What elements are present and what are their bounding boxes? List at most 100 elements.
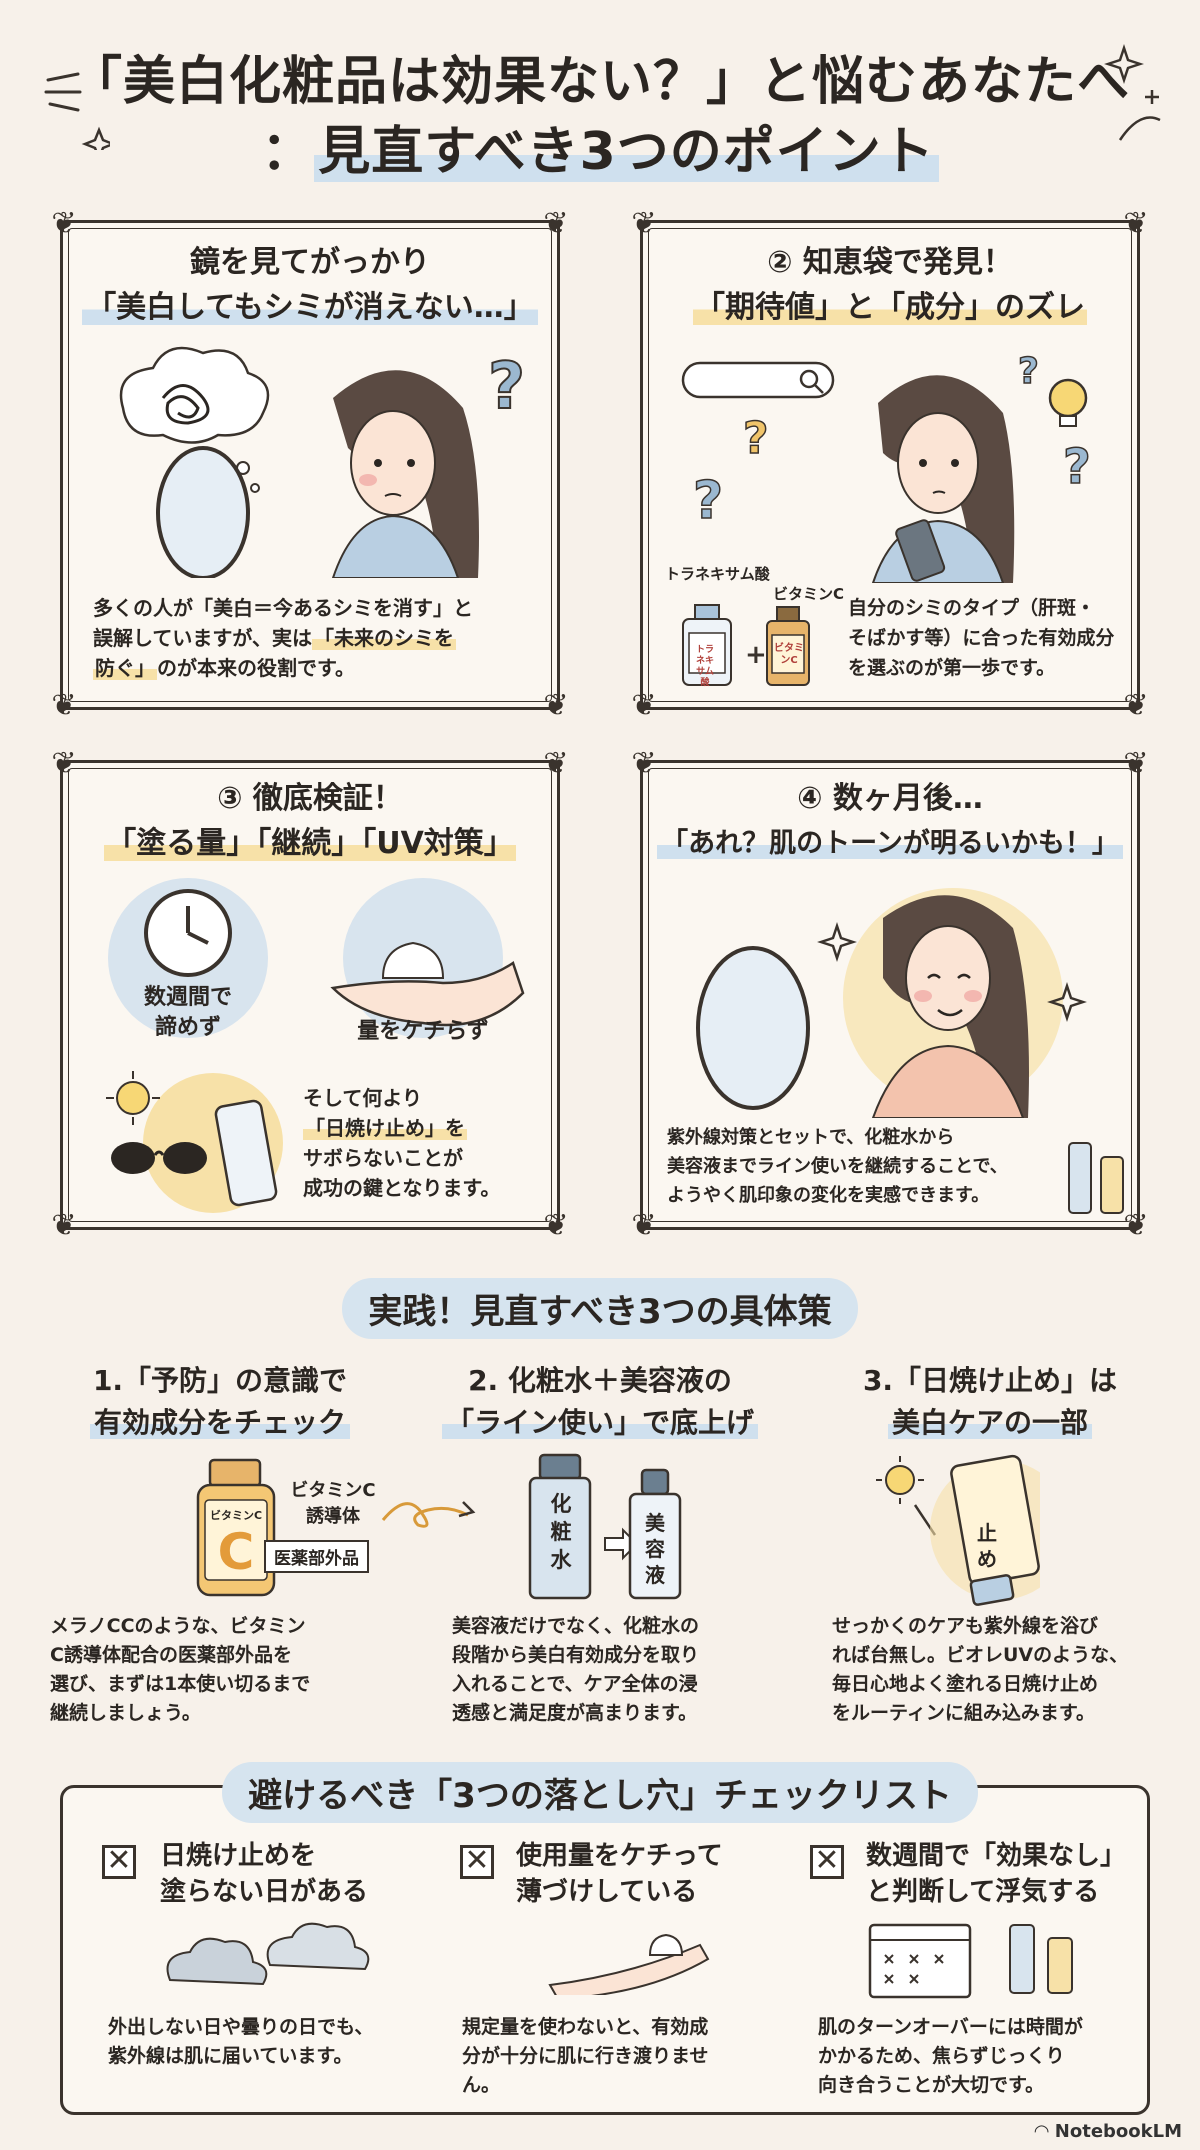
panel-title-line1: 鏡を見てがっかり xyxy=(190,245,430,280)
panel-text-line: そして何より xyxy=(303,1086,422,1110)
panel-title-line2: 「期待値」と「成分」のズレ xyxy=(693,290,1087,325)
bottle-label: ビタミンC xyxy=(209,1509,263,1522)
practice-text-line: をルーティンに組み込みます。 xyxy=(832,1702,1095,1724)
checkbox-icon[interactable]: ✕ xyxy=(810,1845,844,1879)
panel-title: 鏡を見てがっかり 「美白してもシミが消えない…」 xyxy=(63,241,557,331)
corner-ornament: ❦ xyxy=(631,206,657,241)
checklist-title-line: 塗らない日がある xyxy=(160,1877,369,1907)
checklist-text-line: かかるため、焦らずじっくり xyxy=(818,2045,1065,2067)
checklist-title-line: 薄づけしている xyxy=(516,1877,698,1907)
corner-ornament: ❦ xyxy=(543,746,569,781)
practice-text-line: 毎日心地よく塗れる日焼け止め xyxy=(832,1673,1099,1695)
sunscreen-tube-icon xyxy=(876,1454,1040,1606)
practice-text-line: せっかくのケアも紫外線を浴び xyxy=(832,1615,1099,1637)
brand-icon: ◠ xyxy=(1034,2121,1055,2142)
checklist-item-title: 数週間で「効果なし」 と判断して浮気する xyxy=(866,1838,1146,1910)
sparkle-icon xyxy=(1104,44,1161,141)
corner-ornament: ❦ xyxy=(631,688,657,723)
practice-text: せっかくのケアも紫外線を浴び れば台無し。ビオレUVのような、 毎日心地よく塗れ… xyxy=(832,1612,1192,1728)
panel-title-line2: 「美白してもシミが消えない…」 xyxy=(82,290,538,325)
tag-line: ビタミンC xyxy=(290,1480,376,1501)
happy-woman-illustration xyxy=(696,888,1087,1118)
clock-icon xyxy=(108,878,268,1038)
corner-ornament: ❦ xyxy=(631,746,657,781)
panel-title-line2: 「塗る量」「継続」「UV対策」 xyxy=(104,826,516,861)
panel-chiebukuro: ❦ ❦ ❦ ❦ ② 知恵袋で発見！ 「期待値」と「成分」のズレ ? ? ? ? … xyxy=(631,207,1148,723)
corner-ornament: ❦ xyxy=(543,688,569,723)
practice-item-title: 3.「日焼け止め」は 美白ケアの一部 xyxy=(810,1360,1170,1444)
checklist-text-line: ん。 xyxy=(462,2074,501,2096)
cloud-icon xyxy=(166,1922,370,1986)
search-woman-illustration: ? ? ? ? xyxy=(681,350,1092,583)
clock-caption-line: 数週間で xyxy=(143,985,232,1010)
practice-item-title: 1.「予防」の意識で 有効成分をチェック xyxy=(40,1360,400,1444)
panel-mirror: ❦ ❦ ❦ ❦ 鏡を見てがっかり 「美白してもシミが消えない…」 ? 多くの人が… xyxy=(51,207,568,723)
corner-ornament: ❦ xyxy=(1123,1208,1149,1243)
practice-text-line: メラノCCのような、ビタミン xyxy=(50,1615,306,1637)
checklist-text-line: 規定量を使わないと、有効成 xyxy=(462,2016,709,2038)
practice-text-line: 美容液だけでなく、化粧水の xyxy=(452,1615,700,1637)
panel-text-line: 成功の鍵となります。 xyxy=(303,1176,501,1200)
practice-title-line1: 1.「予防」の意識で xyxy=(92,1364,348,1397)
svg-text:?: ? xyxy=(693,471,723,531)
checkbox-icon[interactable]: ✕ xyxy=(460,1845,494,1879)
arrow-icon xyxy=(381,1501,476,1528)
practice-title-line1: 3.「日焼け止め」は xyxy=(862,1364,1118,1397)
practice-text-line: 選び、まずは1本使い切るまで xyxy=(50,1673,311,1695)
vitamin-c-tag: ビタミンC 誘導体 xyxy=(268,1478,398,1530)
svg-text:?: ? xyxy=(743,413,769,464)
checklist-text-line: 分が十分に肌に行き渡りませ xyxy=(462,2045,709,2067)
panel-title-line1: ③ 徹底検証！ xyxy=(217,781,403,816)
panel-text-line: そばかす等）に合った有効成分 xyxy=(848,627,1115,649)
sparkle-icon xyxy=(44,72,110,150)
practice-text-line: 透感と満足度が高まります。 xyxy=(452,1702,698,1724)
panel-text-line: 多くの人が「美白＝今あるシミを消す」と xyxy=(93,596,473,620)
sun-sunglasses-icon xyxy=(106,1071,283,1213)
bottles-icon: + xyxy=(682,604,810,686)
panel-text-line: 美容液までライン使いを継続することで、 xyxy=(667,1156,1008,1177)
quasi-drug-badge: 医薬部外品 xyxy=(264,1540,369,1573)
title-line1: 「美白化粧品は効果ない？」と悩むあなたへ xyxy=(69,52,1130,112)
checklist-item-title: 日焼け止めを 塗らない日がある xyxy=(160,1838,420,1910)
practice-title-line1: 2. 化粧水＋美容液の xyxy=(468,1364,732,1397)
corner-ornament: ❦ xyxy=(51,746,77,781)
ingredient-label-b: ビタミンC xyxy=(773,585,845,603)
checklist-title-line: 日焼け止めを xyxy=(160,1841,317,1871)
corner-ornament: ❦ xyxy=(543,1208,569,1243)
checkbox-icon[interactable]: ✕ xyxy=(102,1845,136,1879)
practice-text-line: れば台無し。ビオレUVのような、 xyxy=(832,1644,1129,1666)
corner-ornament: ❦ xyxy=(51,688,77,723)
svg-text:+: + xyxy=(745,640,767,670)
practice-heading-text: 実践！見直すべき3つの具体策 xyxy=(342,1278,858,1339)
panel-title-line1: ④ 数ヶ月後… xyxy=(797,781,983,816)
practice-text-line: C誘導体配合の医薬部外品を xyxy=(50,1644,292,1666)
practice-text: メラノCCのような、ビタミン C誘導体配合の医薬部外品を 選び、まずは1本使い切… xyxy=(50,1612,410,1728)
panel-text: 多くの人が「美白＝今あるシミを消す」と 誤解していますが、実は「未来のシミを 防… xyxy=(93,593,543,683)
checklist-text: 外出しない日や曇りの日でも、 紫外線は肌に届いています。 xyxy=(108,2013,428,2071)
panel-title: ④ 数ヶ月後… 「あれ？肌のトーンが明るいかも！」 xyxy=(643,777,1137,867)
panel-text-line: 誤解していますが、実は xyxy=(93,626,312,650)
tag-line: 誘導体 xyxy=(306,1506,360,1527)
thin-cream-icon xyxy=(548,1933,710,1995)
brand-label: ◠ NotebookLM xyxy=(1035,2121,1182,2142)
checklist-text: 規定量を使わないと、有効成 分が十分に肌に行き渡りませ ん。 xyxy=(462,2013,772,2100)
title-highlight: 見直すべき3つのポイント xyxy=(314,122,939,182)
serum-label: 美容液 xyxy=(645,1511,665,1587)
vitamin-c-bottle-icon xyxy=(196,1458,276,1597)
svg-text:?: ? xyxy=(1063,439,1091,495)
panel-text: 紫外線対策とセットで、化粧水から 美容液までライン使いを継続することで、 ようや… xyxy=(667,1123,1067,1210)
checklist-text-line: 肌のターンオーバーには時間が xyxy=(818,2016,1083,2038)
checklist-title-line: 使用量をケチって xyxy=(516,1841,723,1871)
panel-verification: ❦ ❦ ❦ ❦ ③ 徹底検証！ 「塗る量」「継続」「UV対策」 数週間で 諦めず… xyxy=(51,747,568,1243)
ingredient-label-a: トラネキサム酸 xyxy=(665,565,770,583)
practice-title-line2: 有効成分をチェック xyxy=(89,1406,350,1439)
panel-title: ③ 徹底検証！ 「塗る量」「継続」「UV対策」 xyxy=(63,777,557,867)
practice-item-title: 2. 化粧水＋美容液の 「ライン使い」で底上げ xyxy=(420,1360,780,1444)
checklist-text-line: 向き合うことが大切です。 xyxy=(818,2074,1045,2096)
title-line2: ：見直すべき3つのポイント xyxy=(0,116,1200,188)
corner-ornament: ❦ xyxy=(543,206,569,241)
corner-ornament: ❦ xyxy=(1123,206,1149,241)
corner-ornament: ❦ xyxy=(1123,688,1149,723)
bottle-a-label: トラネキサム酸 xyxy=(695,645,714,688)
practice-title-line2: 美白ケアの一部 xyxy=(887,1406,1092,1439)
